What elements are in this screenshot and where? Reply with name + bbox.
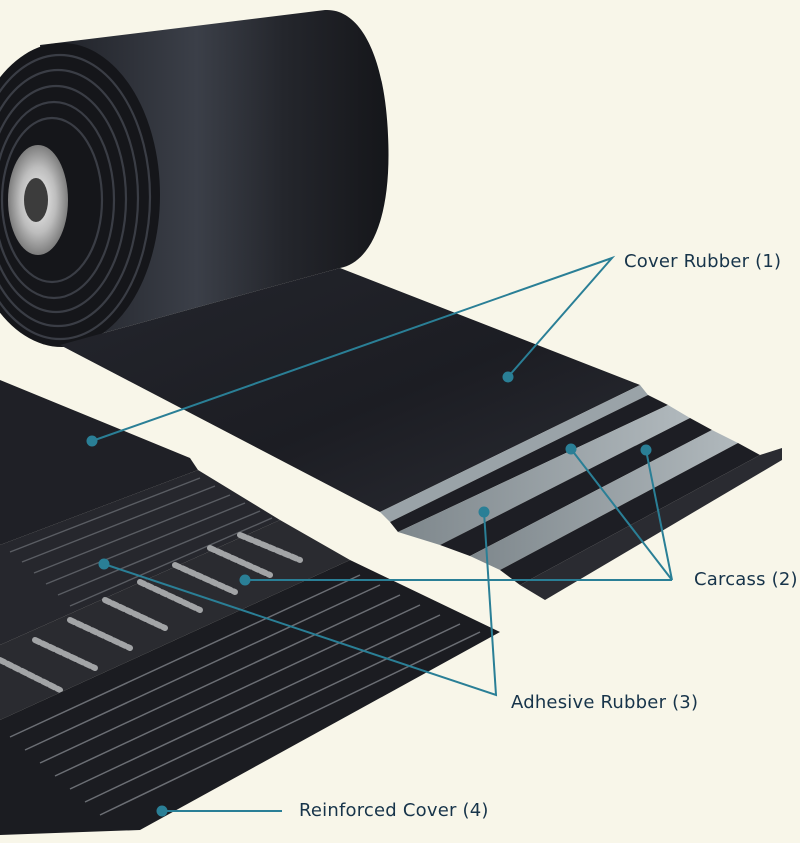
- label-carcass: Carcass (2): [694, 569, 798, 590]
- dot-reinforced-cover: [157, 806, 168, 817]
- label-cover-rubber: Cover Rubber (1): [624, 251, 781, 272]
- dot-carcass-b: [641, 445, 652, 456]
- dot-cover-rubber-right: [503, 372, 514, 383]
- label-adhesive-rubber: Adhesive Rubber (3): [511, 692, 698, 713]
- dot-adhesive-left: [99, 559, 110, 570]
- dot-carcass-a: [566, 444, 577, 455]
- roll-hub-hole: [24, 178, 48, 222]
- dot-carcass-c: [240, 575, 251, 586]
- dot-cover-rubber-left: [87, 436, 98, 447]
- label-reinforced-cover: Reinforced Cover (4): [299, 800, 489, 821]
- dot-adhesive-right: [479, 507, 490, 518]
